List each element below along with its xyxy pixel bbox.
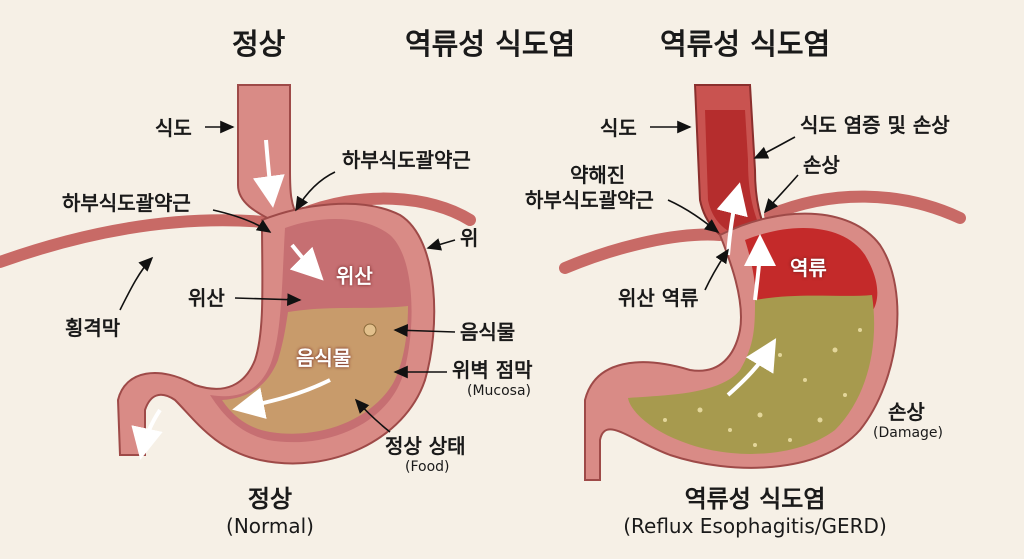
title-gerd-right: 역류성 식도염 xyxy=(660,27,831,61)
label-diaphragm: 횡격막 xyxy=(65,316,121,340)
label-normal-state-en: (Food) xyxy=(405,459,450,475)
stomach-gerd-acid xyxy=(745,228,878,312)
title-gerd-center: 역류성 식도염 xyxy=(405,27,576,61)
label-damage-en: (Damage) xyxy=(873,425,943,441)
caption-normal-main: 정상 xyxy=(247,485,293,513)
label-mucosa-en: (Mucosa) xyxy=(467,383,532,399)
caption-normal-sub: (Normal) xyxy=(226,514,314,538)
label-acid-inside: 위산 xyxy=(336,264,373,288)
label-inflammation: 식도 염증 및 손상 xyxy=(800,113,950,137)
label-les-normal-right: 하부식도괄약근 xyxy=(342,148,471,172)
label-weak-les-1: 약해진 xyxy=(570,163,626,187)
caption-gerd-sub: (Reflux Esophagitis/GERD) xyxy=(623,514,887,538)
normal-callouts xyxy=(119,120,456,433)
caption-gerd-main: 역류성 식도염 xyxy=(684,485,826,513)
caption-normal: 정상 (Normal) xyxy=(205,484,335,539)
label-mucosa: 위벽 점막 xyxy=(452,358,533,382)
label-les-normal-left: 하부식도괄약근 xyxy=(62,191,191,215)
label-reflux-inside: 역류 xyxy=(790,256,827,280)
gerd-callouts xyxy=(650,120,799,291)
label-weak-les-2: 하부식도괄약근 xyxy=(525,188,654,212)
label-damage-top: 손상 xyxy=(803,153,840,177)
diaphragm-left xyxy=(0,214,271,268)
label-acid-reflux: 위산 역류 xyxy=(618,286,699,310)
label-stomach: 위 xyxy=(460,226,479,250)
label-esophagus-normal: 식도 xyxy=(155,116,192,140)
label-acid-left: 위산 xyxy=(188,286,225,310)
normal-stomach-diagram xyxy=(0,84,476,465)
label-normal-state: 정상 상태 xyxy=(385,434,466,458)
caption-gerd: 역류성 식도염 (Reflux Esophagitis/GERD) xyxy=(600,484,910,539)
gerd-diaphragm-left xyxy=(559,228,726,274)
label-food-inside: 음식물 xyxy=(296,346,352,370)
label-damage-bottom: 손상 xyxy=(888,400,925,424)
label-food-right: 음식물 xyxy=(460,320,516,344)
gerd-stomach-diagram xyxy=(559,84,966,481)
gerd-diaphragm-right xyxy=(764,190,966,224)
label-esophagus-gerd: 식도 xyxy=(600,116,637,140)
title-normal: 정상 xyxy=(232,27,286,61)
